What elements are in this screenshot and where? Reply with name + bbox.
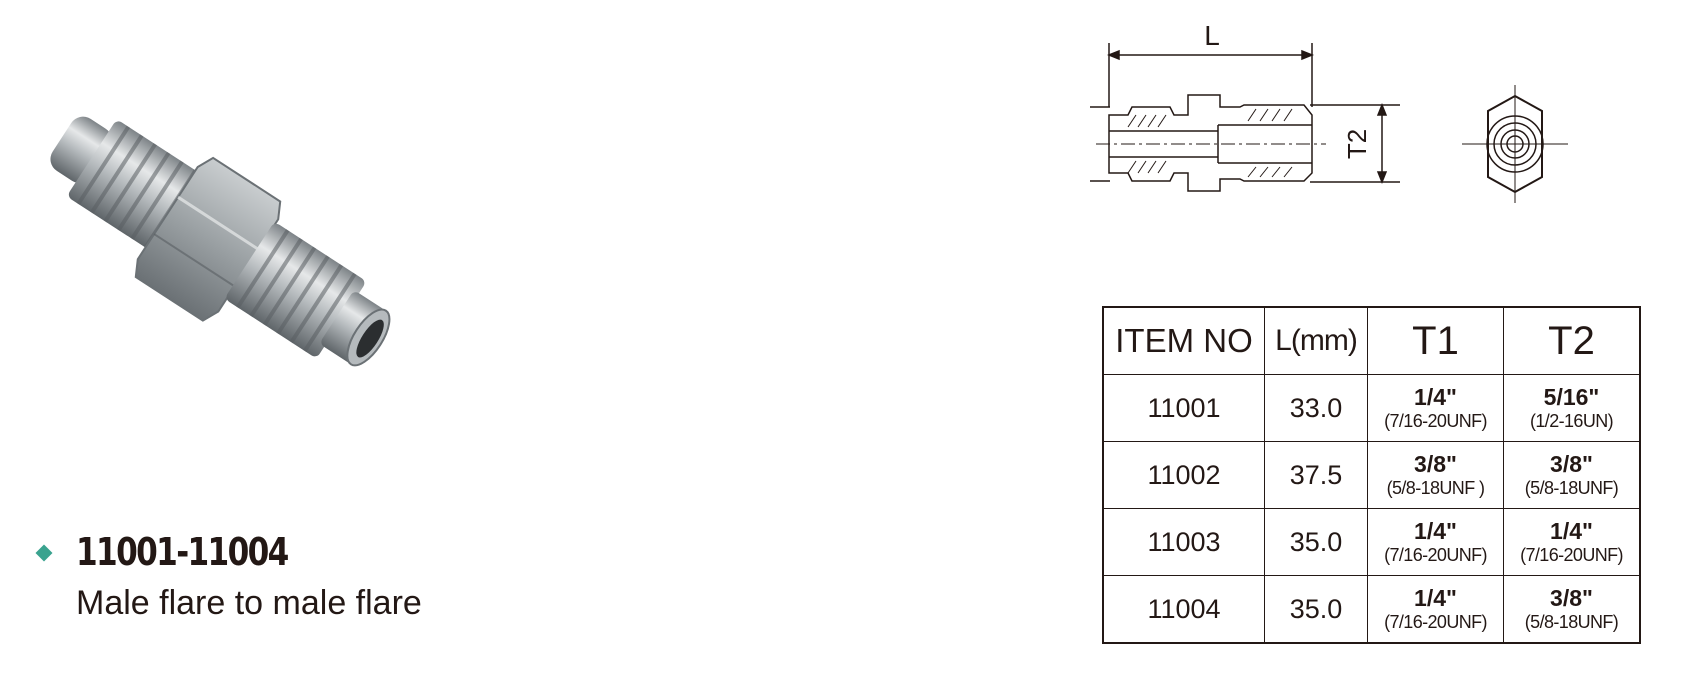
t1-size: 1/4" xyxy=(1414,383,1457,410)
cell-length: 35.0 xyxy=(1264,508,1368,576)
dimension-label-t2: T2 xyxy=(1342,129,1372,159)
table-row: 11004 35.0 1/4"(7/16-20UNF) 3/8"(5/8-18U… xyxy=(1102,575,1641,644)
cell-item: 11004 xyxy=(1102,575,1265,644)
t1-size: 1/4" xyxy=(1414,517,1457,544)
cell-t2: 5/16"(1/2-16UN) xyxy=(1503,374,1641,442)
table-row: 11002 37.5 3/8"(5/8-18UNF ) 3/8"(5/8-18U… xyxy=(1102,441,1641,509)
cell-t1: 1/4"(7/16-20UNF) xyxy=(1367,374,1504,442)
t1-thread: (5/8-18UNF ) xyxy=(1386,477,1485,498)
cell-length: 37.5 xyxy=(1264,441,1368,509)
header-t2: T2 xyxy=(1503,306,1641,375)
cell-t1: 1/4"(7/16-20UNF) xyxy=(1367,508,1504,576)
t2-thread: (5/8-18UNF) xyxy=(1524,611,1619,632)
t2-thread: (7/16-20UNF) xyxy=(1520,544,1623,565)
cell-length: 35.0 xyxy=(1264,575,1368,644)
fitting-photo xyxy=(50,116,391,367)
t1-thread: (7/16-20UNF) xyxy=(1384,410,1487,431)
cell-t2: 3/8"(5/8-18UNF) xyxy=(1503,441,1641,509)
table-row: 11003 35.0 1/4"(7/16-20UNF) 1/4"(7/16-20… xyxy=(1102,508,1641,576)
dimension-label-length: L xyxy=(1204,20,1220,51)
t2-size: 3/8" xyxy=(1550,584,1593,611)
cell-item: 11001 xyxy=(1102,374,1265,442)
t2-size: 1/4" xyxy=(1550,517,1593,544)
cell-t1: 1/4"(7/16-20UNF) xyxy=(1367,575,1504,644)
header-length: L(mm) xyxy=(1264,306,1368,375)
cell-item: 11002 xyxy=(1102,441,1265,509)
t1-thread: (7/16-20UNF) xyxy=(1384,544,1487,565)
t2-size: 5/16" xyxy=(1543,383,1600,410)
product-code: 11001-11004 xyxy=(76,530,289,574)
cell-t1: 3/8"(5/8-18UNF ) xyxy=(1367,441,1504,509)
cell-t2: 1/4"(7/16-20UNF) xyxy=(1503,508,1641,576)
table-header-row: ITEM NO L(mm) T1 T2 xyxy=(1102,306,1641,375)
cell-length: 33.0 xyxy=(1264,374,1368,442)
header-item-no: ITEM NO xyxy=(1102,306,1265,375)
bullet-diamond-icon xyxy=(35,544,53,562)
header-t1: T1 xyxy=(1367,306,1504,375)
t2-size: 3/8" xyxy=(1550,450,1593,477)
product-description: Male flare to male flare xyxy=(76,584,422,622)
spec-table: ITEM NO L(mm) T1 T2 11001 33.0 1/4"(7/16… xyxy=(1102,306,1641,644)
cell-t2: 3/8"(5/8-18UNF) xyxy=(1503,575,1641,644)
cell-item: 11003 xyxy=(1102,508,1265,576)
t1-size: 1/4" xyxy=(1414,584,1457,611)
t2-thread: (1/2-16UN) xyxy=(1529,410,1614,431)
technical-drawing: L T1 T2 xyxy=(1090,20,1568,203)
t1-size: 3/8" xyxy=(1414,450,1457,477)
t2-thread: (5/8-18UNF) xyxy=(1524,477,1619,498)
table-row: 11001 33.0 1/4"(7/16-20UNF) 5/16"(1/2-16… xyxy=(1102,374,1641,442)
t1-thread: (7/16-20UNF) xyxy=(1384,611,1487,632)
